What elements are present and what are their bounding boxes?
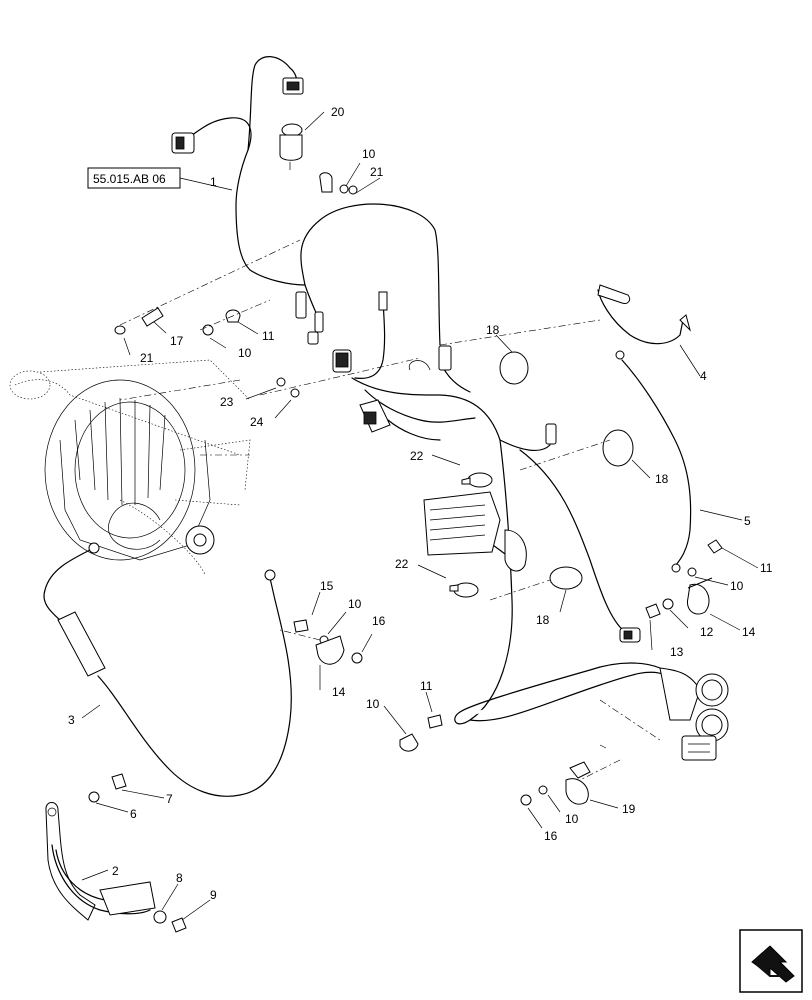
callout-4: 4 [700, 369, 707, 383]
sensor-20 [279, 123, 303, 170]
next-page-arrow-icon[interactable] [739, 929, 803, 993]
callout-18-a: 18 [486, 323, 500, 337]
callout-11-c: 11 [420, 679, 433, 693]
ground-strap-2 [45, 802, 156, 921]
callout-10-e: 10 [366, 697, 380, 711]
alternator [9, 359, 251, 576]
callout-15: 15 [320, 579, 334, 593]
reference-box[interactable]: 55.015.AB 06 [87, 167, 181, 189]
callout-10-a: 10 [362, 147, 376, 161]
callout-8: 8 [176, 871, 183, 885]
callout-labels: 1 2 3 4 5 6 7 8 9 10 10 10 10 10 10 11 1… [68, 105, 773, 902]
callout-14-b: 14 [332, 685, 346, 699]
callout-12: 12 [700, 625, 714, 639]
callout-10-b: 10 [238, 346, 252, 360]
ground-cable-4 [597, 284, 701, 377]
callout-7: 7 [166, 792, 173, 806]
callout-10-c: 10 [348, 597, 362, 611]
fastener-group-top [319, 162, 381, 195]
callout-11-b: 11 [760, 561, 773, 575]
callout-18-c: 18 [536, 613, 550, 627]
callout-10-d: 10 [730, 579, 744, 593]
callout-18-b: 18 [655, 472, 669, 486]
callout-20: 20 [331, 105, 345, 119]
callout-22-a: 22 [410, 449, 424, 463]
callout-23: 23 [220, 395, 234, 409]
callout-21-a: 21 [140, 351, 154, 365]
bulkhead-connectors [659, 667, 729, 761]
reference-lines [119, 239, 661, 781]
callout-14-a: 14 [742, 625, 756, 639]
callout-22-b: 22 [395, 557, 409, 571]
callout-3: 3 [68, 713, 75, 727]
hardware-items [88, 307, 759, 933]
callout-10-f: 10 [565, 812, 579, 826]
callout-1: 1 [210, 175, 217, 189]
callout-6: 6 [130, 807, 137, 821]
callout-19: 19 [622, 802, 636, 816]
callout-21-b: 21 [370, 165, 384, 179]
callout-16-b: 16 [544, 829, 558, 843]
harness-branch-1 [171, 56, 306, 286]
reference-label: 55.015.AB 06 [93, 172, 166, 186]
callout-24: 24 [250, 415, 264, 429]
callout-17: 17 [170, 334, 184, 348]
cable-3 [43, 542, 292, 797]
callout-5: 5 [744, 514, 751, 528]
callout-9: 9 [210, 888, 217, 902]
callout-16-a: 16 [372, 614, 386, 628]
main-harness [295, 203, 666, 725]
callout-2: 2 [112, 864, 119, 878]
callout-11-a: 11 [262, 329, 275, 343]
callout-13: 13 [670, 645, 684, 659]
cable-5 [615, 350, 743, 573]
